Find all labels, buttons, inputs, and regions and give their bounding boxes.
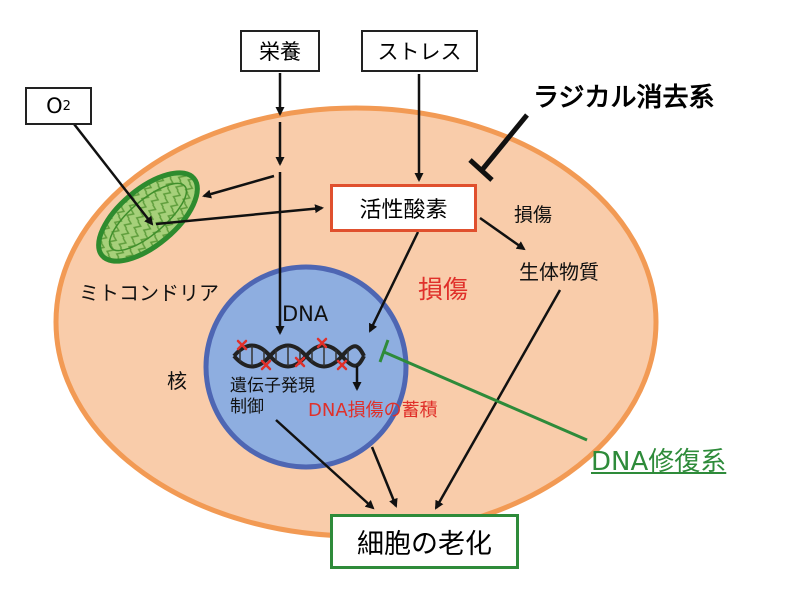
mitochondria-label: ミトコンドリア [79,281,219,305]
damage-large-label: 損傷 [418,275,469,304]
dna-damage-marks [236,337,348,371]
dna-helix-icon [232,343,366,369]
nucleus [203,264,409,470]
dna-label: DNA [282,302,329,326]
dna-damage-accumulation-label: DNA損傷の蓄積 [308,400,438,421]
stress-box: ストレス [361,30,478,72]
damage-small-label: 損傷 [514,204,553,226]
dna-repair-inhibition-line [378,339,588,442]
stress-label: ストレス [377,40,462,64]
ros-label: 活性酸素 [359,198,448,223]
oxygen-subscript: 2 [62,98,71,114]
cell-aging-box: 細胞の老化 [330,514,519,569]
nucleus-label: 核 [167,369,187,393]
cell-aging-label: 細胞の老化 [357,529,492,560]
oxygen-label: O [46,94,63,118]
nutrition-label: 栄養 [259,40,301,64]
radical-scavenging-label: ラジカル消去系 [533,83,715,113]
gene-expression-line2: 制御 [230,397,264,417]
arrows [73,73,562,510]
biomaterial-label: 生体物質 [519,260,599,284]
gene-expression-line1: 遺伝子発現 [230,376,315,396]
nutrition-box: 栄養 [240,30,320,72]
ros-box: 活性酸素 [330,184,477,232]
radical-inhibition-line [468,113,529,182]
dna-repair-label: DNA修復系 [591,447,727,477]
